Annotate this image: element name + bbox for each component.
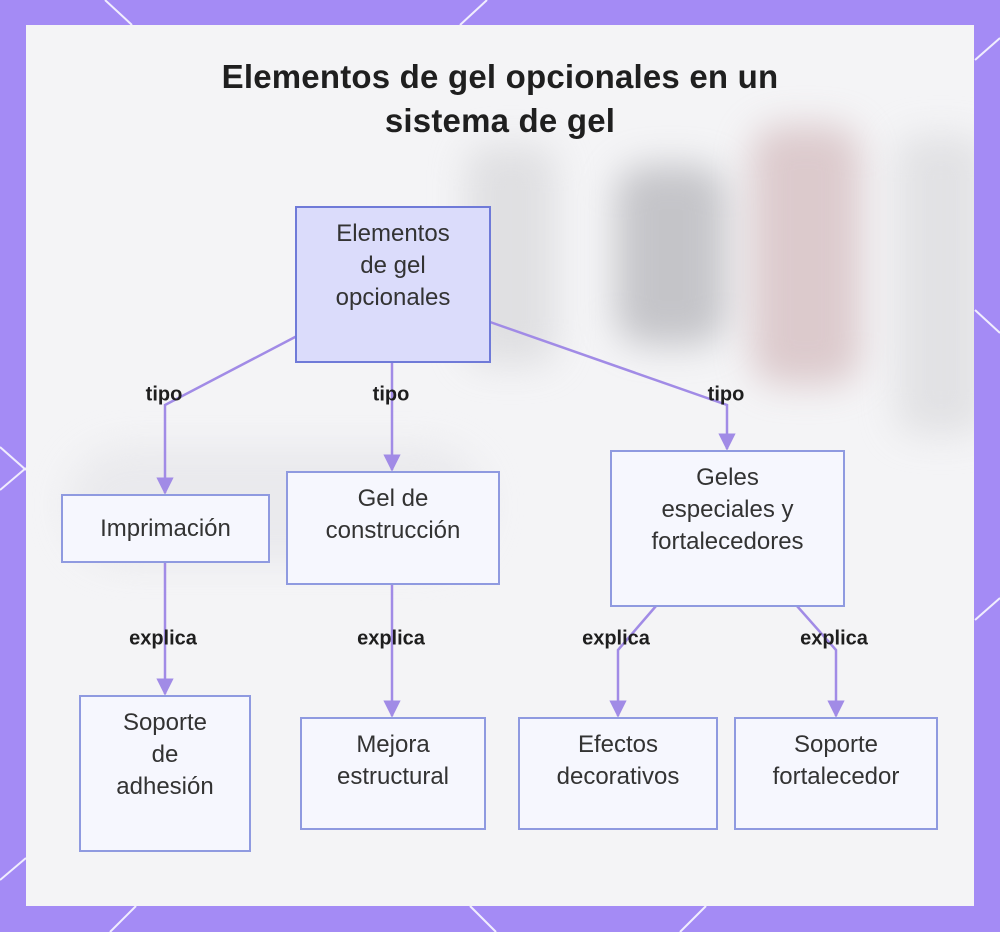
edge-label-tipo: tipo	[145, 383, 183, 406]
node-label: Efectos decorativos	[556, 731, 680, 790]
diagram-title: Elementos de gel opcionales en un sistem…	[0, 55, 1000, 143]
node-label: Mejora estructural	[336, 731, 450, 790]
background-blur	[616, 165, 726, 345]
node-imprimacion: Imprimación	[61, 494, 270, 563]
node-geles-especiales: Geles especiales y fortalecedores	[610, 450, 845, 607]
node-label: Soporte de adhesión	[116, 709, 214, 800]
node-label: Gel de construcción	[325, 485, 461, 544]
edge-label-tipo: tipo	[707, 383, 745, 406]
node-mejora-estructural: Mejora estructural	[300, 717, 486, 830]
edge-label-explica: explica	[582, 627, 650, 650]
title-line-1: Elementos de gel opcionales en un	[221, 58, 779, 95]
background-blur	[896, 135, 974, 435]
node-soporte-fortalecedor: Soporte fortalecedor	[734, 717, 938, 830]
edge-label-explica: explica	[129, 627, 197, 650]
edge-root-imprimacion	[156, 334, 298, 495]
node-label: Imprimación	[100, 514, 231, 542]
node-soporte-de-adhesion: Soporte de adhesión	[79, 695, 251, 852]
node-label: Elementos de gel opcionales	[335, 220, 451, 311]
title-line-2: sistema de gel	[384, 102, 616, 139]
edge-geles-efectos	[609, 605, 657, 718]
edge-label-tipo: tipo	[372, 383, 410, 406]
node-label: Soporte fortalecedor	[772, 731, 900, 790]
node-elementos-de-gel-opcionales: Elementos de gel opcionales	[295, 206, 491, 363]
node-label: Geles especiales y fortalecedores	[651, 464, 804, 555]
edge-label-explica: explica	[800, 627, 868, 650]
edge-root-geles-especiales	[489, 320, 736, 451]
node-gel-de-construccion: Gel de construcción	[286, 471, 500, 585]
edge-geles-fortalecedor	[796, 605, 845, 718]
node-efectos-decorativos: Efectos decorativos	[518, 717, 718, 830]
background-blur	[751, 125, 861, 385]
edge-label-explica: explica	[357, 627, 425, 650]
